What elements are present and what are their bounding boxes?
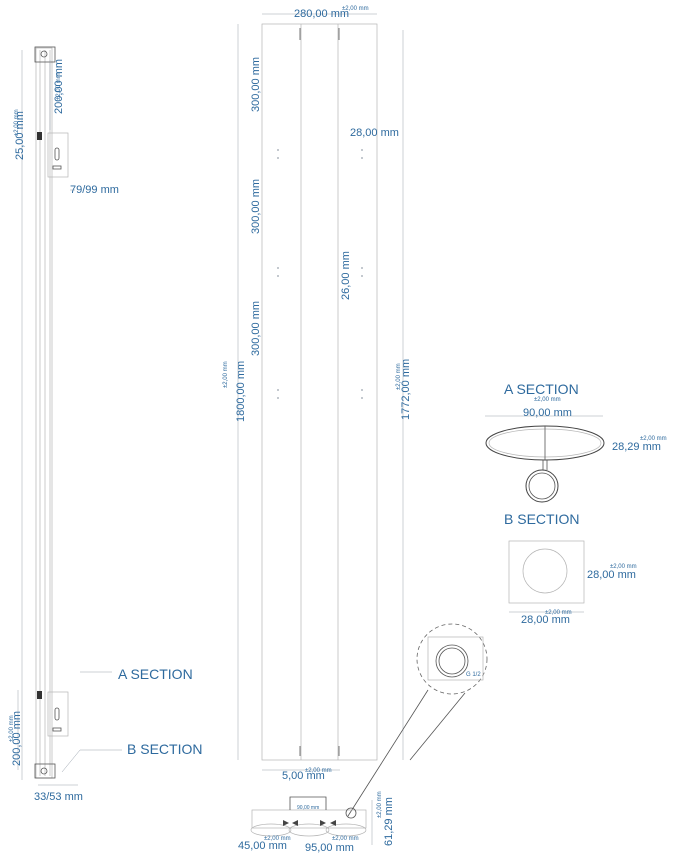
b-height-dim: 28,00 mm: [587, 569, 636, 581]
inner-height-tol: ±2,00 mm: [396, 363, 402, 390]
side-depth-dim: 79/99 mm: [70, 184, 119, 196]
top-width-dim: 280,00 mm: [294, 8, 349, 20]
a-height-dim: 28,29 mm: [612, 441, 661, 453]
detail-view: [347, 623, 488, 817]
left-low-height-dim: 300,00 mm: [250, 301, 262, 356]
lower-clip: [37, 691, 42, 699]
upper-clip: [37, 132, 42, 140]
total-height-tol: ±2,00 mm: [223, 361, 229, 388]
upper-bracket: [47, 132, 69, 178]
foot-left-tol: ±2,00 mm: [264, 836, 291, 842]
side-bracket-bottom-dim: 200,00 mm: [11, 711, 23, 766]
a-section-title: A SECTION: [504, 381, 579, 397]
side-view: [17, 46, 122, 786]
side-bracket-top-dim: 200,00 mm: [53, 59, 65, 114]
b-section-view: [508, 540, 585, 613]
a-section-callout: A SECTION: [118, 666, 193, 682]
inner-height-dim: 1772,00 mm: [400, 359, 412, 420]
foot-center-tol: ±2,00 mm: [332, 836, 359, 842]
a-section-port: [525, 469, 559, 503]
a-height-tol: ±2,00 mm: [640, 436, 667, 442]
detail-leader-1: [347, 689, 429, 817]
lower-bracket: [47, 691, 69, 737]
total-height-dim: 1800,00 mm: [235, 361, 247, 422]
b-section-bore: [522, 548, 568, 594]
b-section-title: B SECTION: [504, 511, 579, 527]
top-width-tol: ±2,00 mm: [342, 6, 369, 12]
b-width-tol: ±2,00 mm: [545, 610, 572, 616]
b-width-dim: 28,00 mm: [521, 614, 570, 626]
gap-width-tol: ±2,00 mm: [305, 768, 332, 774]
b-section-callout: B SECTION: [127, 741, 202, 757]
bottom-view: [250, 796, 373, 845]
bottom-plate: [251, 809, 367, 829]
bottom-cap: [34, 763, 56, 779]
foot-inner-dim: 90,00 mm: [297, 805, 319, 811]
side-bottom-depth-dim: 33/53 mm: [34, 791, 83, 803]
side-bracket-top-tol: ±2,00 mm: [56, 73, 62, 100]
foot-center-dim: 95,00 mm: [305, 842, 354, 854]
side-profile: [35, 47, 53, 779]
left-upper-height-dim: 300,00 mm: [250, 57, 262, 112]
b-section-square: [508, 540, 585, 604]
gap-width-dim: 5,00 mm: [282, 770, 325, 782]
bracket-marks: [277, 149, 363, 399]
center-offset-dim: 26,00 mm: [340, 251, 352, 300]
detail-circle: [416, 623, 488, 695]
foot-height-dim: 61,29 mm: [383, 797, 395, 846]
side-top-gap-dim: 25,00 mm: [14, 111, 26, 160]
a-section-view: [485, 415, 605, 503]
side-top-gap-tol: ±2,00 mm: [14, 109, 20, 136]
detail-leader-2: [409, 692, 466, 761]
top-offset-dim: 28,00 mm: [350, 127, 399, 139]
a-width-dim: 90,00 mm: [523, 407, 572, 419]
foot-left-dim: 45,00 mm: [238, 840, 287, 852]
side-bracket-bottom-tol: ±2,00 mm: [9, 715, 15, 742]
detail-port: [435, 644, 469, 678]
top-cap: [34, 46, 56, 63]
front-view: [237, 13, 404, 771]
thread-label: G 1/2: [466, 672, 481, 678]
b-height-tol: ±2,00 mm: [610, 564, 637, 570]
left-mid-height-dim: 300,00 mm: [250, 179, 262, 234]
a-width-tol: ±2,00 mm: [534, 397, 561, 403]
radiator-outline: [261, 23, 378, 761]
foot-height-tol: ±2,00 mm: [377, 791, 383, 818]
